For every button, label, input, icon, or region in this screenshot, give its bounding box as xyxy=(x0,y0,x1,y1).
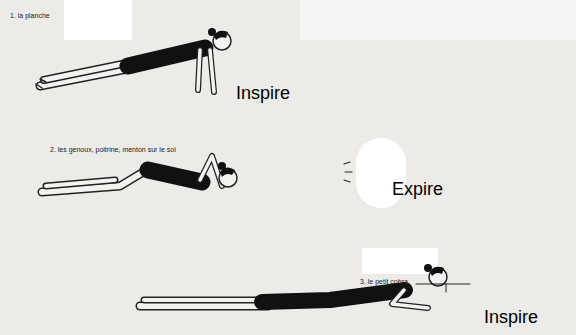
paper-light-area xyxy=(300,0,576,40)
pose-caption: 1. la planche xyxy=(10,12,50,20)
leader-line xyxy=(416,284,470,292)
white-patch xyxy=(362,248,438,274)
white-patch xyxy=(64,0,132,40)
breath-label: Inspire xyxy=(484,308,538,328)
breath-label: Inspire xyxy=(236,84,290,104)
pose-caption: 2. les genoux, poitrine, menton sur le s… xyxy=(50,146,176,154)
plank-figure xyxy=(36,28,231,92)
knees-chest-chin-figure xyxy=(42,156,352,192)
pose-caption: 3. le petit cobra xyxy=(360,278,408,286)
cobra-figure xyxy=(140,264,470,308)
breath-label: Expire xyxy=(392,180,443,200)
